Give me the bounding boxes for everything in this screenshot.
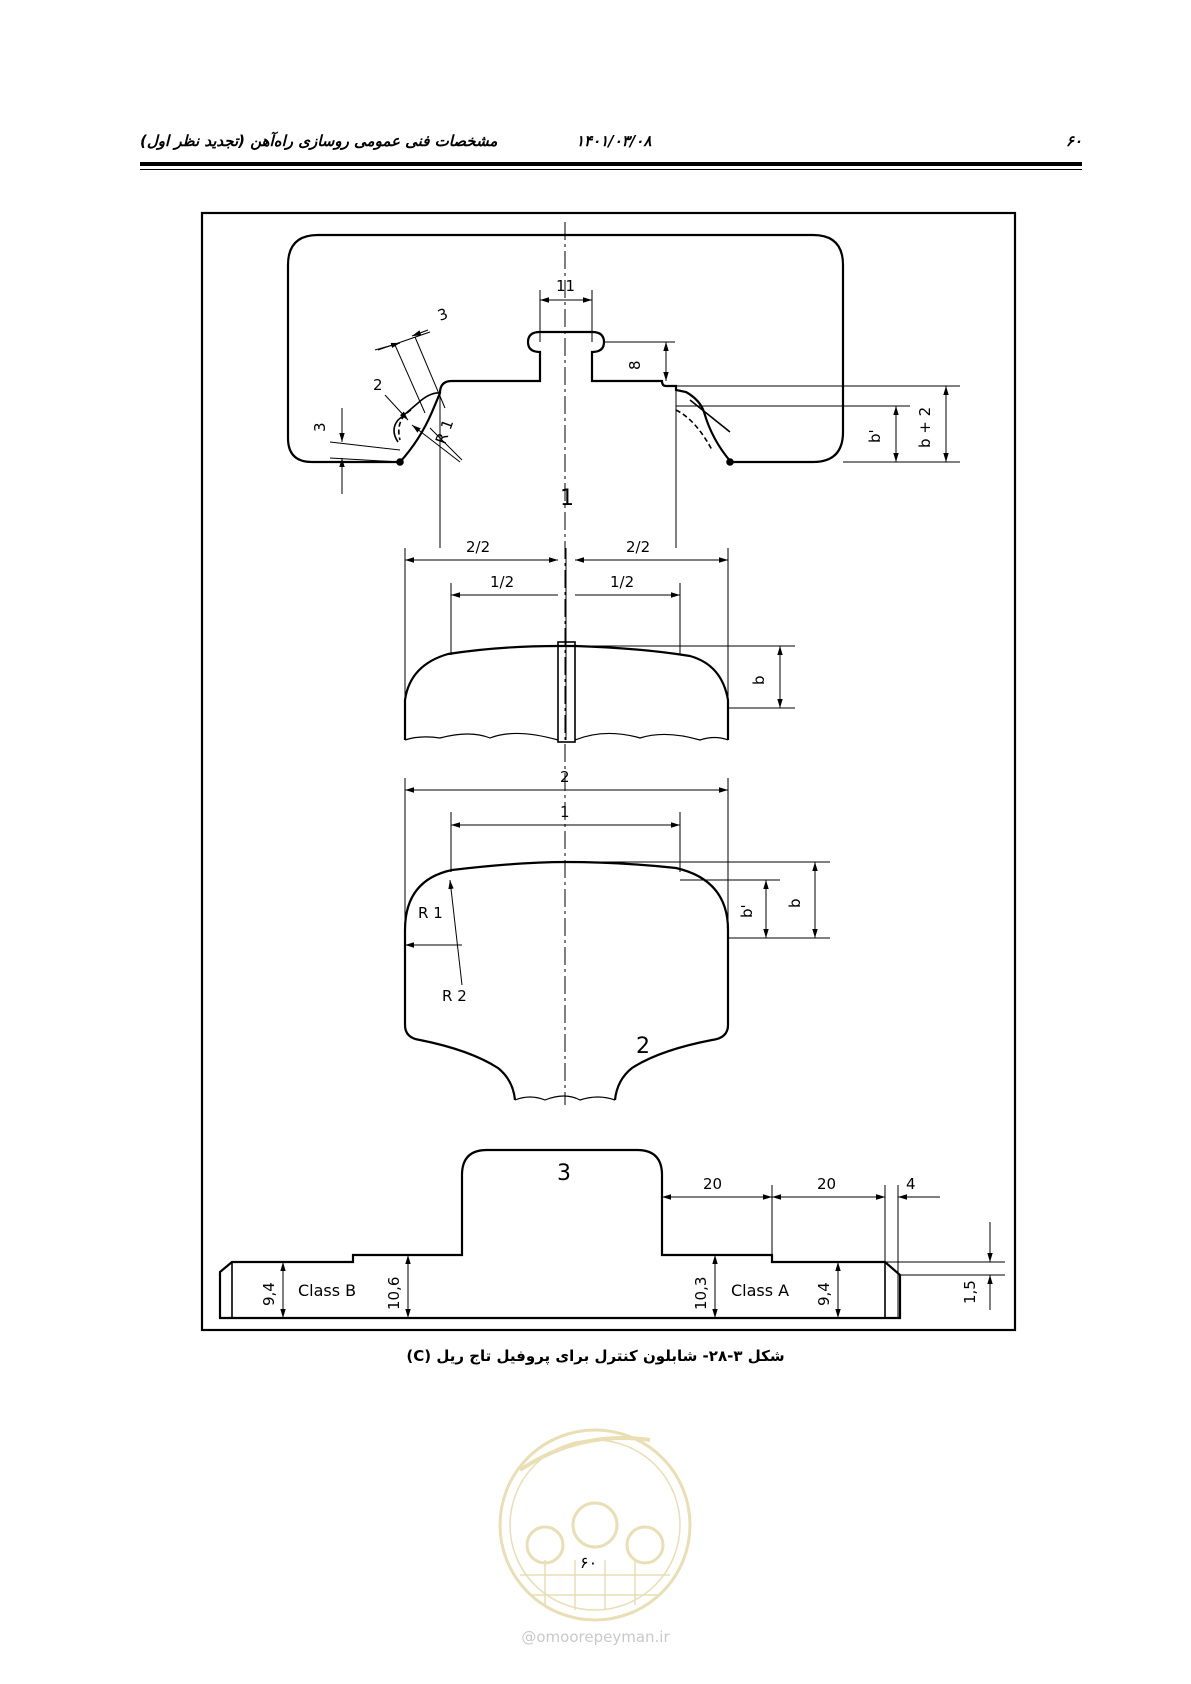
dim-2-top: 2 [373, 376, 383, 394]
dim-10-3: 10,3 [692, 1277, 710, 1310]
dim-1-2-left: 1/2 [490, 573, 514, 591]
dim-2-2-left: 2/2 [466, 538, 490, 556]
dim-9-4-right: 9,4 [815, 1282, 833, 1306]
gauge-3-outline [218, 1148, 902, 1320]
dim-b-mid: b [750, 675, 768, 685]
part-label-2: 2 [636, 1034, 650, 1059]
template-1-outline [286, 233, 845, 464]
header-date: ۱۴۰۱/۰۳/۰۸ [576, 132, 652, 150]
header-rule-thick [140, 162, 1082, 166]
dim-20-b: 20 [817, 1175, 836, 1193]
dim-b-plus-2: b + 2 [916, 407, 934, 448]
page-header: ۶۰ ۱۴۰۱/۰۳/۰۸ مشخصات فنی عمومی روسازی را… [140, 128, 1082, 156]
dim-w1: 1 [560, 803, 570, 821]
header-title: مشخصات فنی عمومی روسازی راه‌آهن (تجدید ن… [140, 132, 498, 150]
dim-1-5: 1,5 [961, 1280, 979, 1304]
dim-4: 4 [906, 1175, 916, 1193]
watermark-url: @omoorepeyman.ir [521, 1628, 670, 1646]
dim-8: 8 [626, 360, 644, 370]
figure-frame [200, 211, 1017, 1332]
template-1-right-notch [689, 399, 731, 433]
dim-10-6: 10,6 [385, 1277, 403, 1310]
dim-r2-low: R 2 [442, 987, 467, 1005]
dim-b-prime-top: b' [866, 429, 884, 443]
dim-11: 11 [556, 277, 575, 295]
dim-2-2-right: 2/2 [626, 538, 650, 556]
dim-20-a: 20 [703, 1175, 722, 1193]
dim-r1-low: R 1 [418, 904, 443, 922]
part-label-3: 3 [557, 1161, 571, 1186]
figure-caption: شکل ۳-۲۸- شابلون کنترل برای پروفیل تاج ر… [406, 1347, 785, 1365]
label-class-b: Class B [298, 1281, 356, 1300]
dim-3-left: 3 [311, 422, 329, 432]
dim-b-low: b [786, 898, 804, 908]
dim-9-4-left: 9,4 [260, 1282, 278, 1306]
label-class-a: Class A [731, 1281, 789, 1300]
dim-1-2-right: 1/2 [610, 573, 634, 591]
header-page-number: ۶۰ [1065, 132, 1082, 150]
dim-w2: 2 [560, 768, 570, 786]
part-label-1: 1 [560, 486, 574, 511]
header-rule-thin [140, 169, 1082, 170]
footer-page-number: ۶۰ [580, 1553, 598, 1572]
dim-b-prime-low: b' [738, 904, 756, 918]
